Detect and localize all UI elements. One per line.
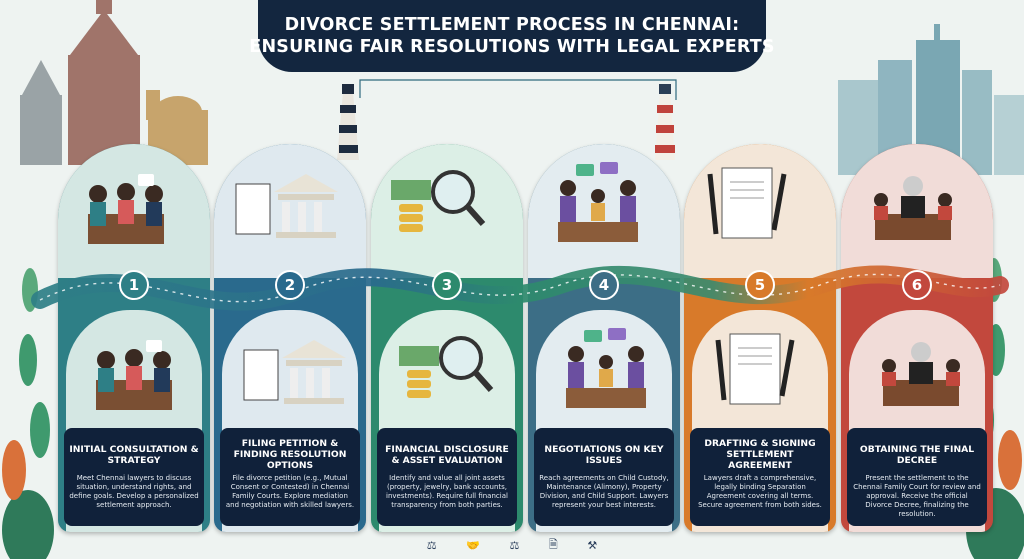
step-description: Present the settlement to the Chennai Fa… xyxy=(853,474,981,518)
step-caption: NEGOTIATIONS ON KEY ISSUES Reach agreeme… xyxy=(534,428,674,526)
step-title: OBTAINING THE FINAL DECREE xyxy=(859,443,975,466)
handshake-icon: 🤝 xyxy=(466,538,480,552)
step-title: DRAFTING & SIGNING SETTLEMENT AGREEMENT xyxy=(704,438,816,471)
page-title-line-2: ENSURING FAIR RESOLUTIONS WITH LEGAL EXP… xyxy=(249,37,775,57)
people-meeting-icon xyxy=(58,144,210,278)
negotiation-icon xyxy=(566,328,646,408)
step-title: FILING PETITION & FINDING RESOLUTION OPT… xyxy=(233,438,347,471)
magnifier-coins-icon xyxy=(371,144,523,278)
step-description: File divorce petition (e.g., Mutual Cons… xyxy=(225,474,355,509)
scales-icon: ⚖ xyxy=(509,538,520,552)
step-card-2: FILING PETITION & FINDING RESOLUTION OPT… xyxy=(214,144,366,532)
page-title-banner: DIVORCE SETTLEMENT PROCESS IN CHENNAI: E… xyxy=(249,0,775,72)
step-title: NEGOTIATIONS ON KEY ISSUES xyxy=(544,443,664,466)
document-pen-icon xyxy=(715,333,795,405)
negotiation-icon xyxy=(528,144,680,278)
gavel-icon: ⚒ xyxy=(587,538,598,552)
step-caption: DRAFTING & SIGNING SETTLEMENT AGREEMENT … xyxy=(690,428,830,526)
step-caption: OBTAINING THE FINAL DECREE Present the s… xyxy=(847,428,987,526)
judge-decree-icon xyxy=(882,342,960,406)
step-description: Identify and value all joint assets (pro… xyxy=(386,474,508,509)
people-meeting-icon xyxy=(96,340,172,410)
step-card-5: DRAFTING & SIGNING SETTLEMENT AGREEMENT … xyxy=(684,144,836,532)
magnifier-coins-icon xyxy=(399,336,494,398)
page-title-line-1: DIVORCE SETTLEMENT PROCESS IN CHENNAI: xyxy=(284,15,740,35)
step-title: FINANCIAL DISCLOSURE & ASSET EVALUATION xyxy=(385,443,509,466)
document-icon: 🗎 xyxy=(548,537,558,551)
step-card-1: INITIAL CONSULTATION & STRATEGY Meet Che… xyxy=(58,144,210,532)
scales-icon: ⚖ xyxy=(426,538,437,552)
courthouse-icon xyxy=(243,340,346,404)
step-number-badge: 1 xyxy=(119,270,149,300)
step-number-badge: 4 xyxy=(589,270,619,300)
step-number-badge: 2 xyxy=(275,270,305,300)
step-title: INITIAL CONSULTATION & STRATEGY xyxy=(69,443,199,466)
step-caption: INITIAL CONSULTATION & STRATEGY Meet Che… xyxy=(64,428,204,526)
judge-decree-icon xyxy=(841,144,993,278)
step-description: Reach agreements on Child Custody, Maint… xyxy=(539,474,669,509)
step-caption: FILING PETITION & FINDING RESOLUTION OPT… xyxy=(220,428,360,526)
step-description: Lawyers draft a comprehensive, legally b… xyxy=(698,474,822,509)
footer-icon-row: ⚖ 🤝 ⚖ 🗎 ⚒ xyxy=(412,534,612,556)
step-card-6: OBTAINING THE FINAL DECREE Present the s… xyxy=(841,144,993,532)
courthouse-icon xyxy=(214,144,366,278)
step-number-badge: 5 xyxy=(745,270,775,300)
step-card-3: FINANCIAL DISCLOSURE & ASSET EVALUATION … xyxy=(371,144,523,532)
step-number-badge: 6 xyxy=(902,270,932,300)
step-number-badge: 3 xyxy=(432,270,462,300)
document-pen-icon xyxy=(684,144,836,278)
step-caption: FINANCIAL DISCLOSURE & ASSET EVALUATION … xyxy=(377,428,517,526)
step-description: Meet Chennai lawyers to discuss situatio… xyxy=(69,474,199,509)
step-card-4: NEGOTIATIONS ON KEY ISSUES Reach agreeme… xyxy=(528,144,680,532)
